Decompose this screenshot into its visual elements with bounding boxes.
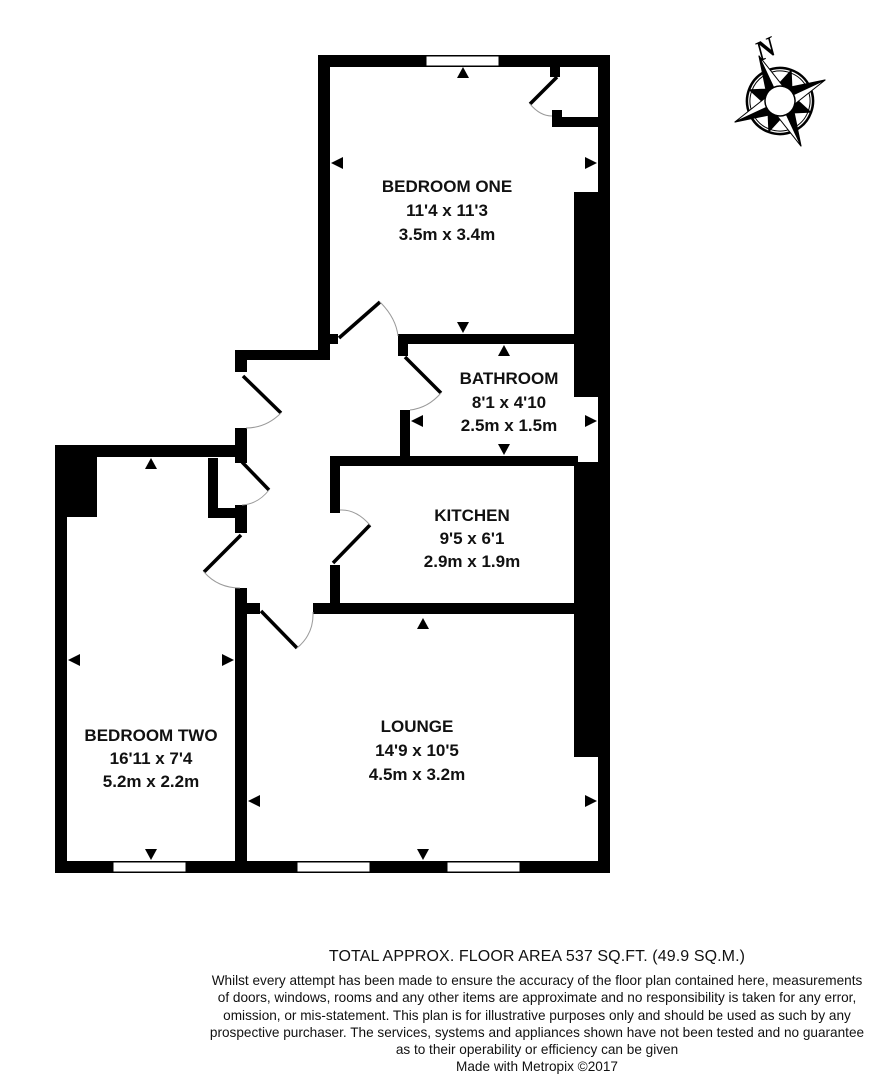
window-bedroom-two [112,861,187,873]
room-name: BEDROOM ONE [382,177,512,196]
room-metric: 3.5m x 3.4m [399,225,495,244]
window-bedroom-one [425,55,500,67]
room-metric: 2.9m x 1.9m [424,552,520,571]
room-name: KITCHEN [434,506,510,525]
room-imperial: 11'4 x 11'3 [406,201,488,220]
floor-plan: BEDROOM ONE 11'4 x 11'3 3.5m x 3.4m BATH… [55,30,826,873]
room-metric: 4.5m x 3.2m [369,765,465,784]
disclaimer: Whilst every attempt has been made to en… [200,972,874,1076]
room-bathroom: BATHROOM 8'1 x 4'10 2.5m x 1.5m [460,369,559,435]
metropix-credit: Made with Metropix ©2017 [456,1059,618,1075]
window-lounge-right [446,861,521,873]
room-bedroom-two: BEDROOM TWO 16'11 x 7'4 5.2m x 2.2m [84,726,217,791]
disclaimer-line: as to their operability or efficiency ca… [395,1042,679,1058]
room-lounge: LOUNGE 14'9 x 10'5 4.5m x 3.2m [369,717,465,784]
disclaimer-line: Whilst every attempt has been made to en… [211,973,863,988]
room-metric: 5.2m x 2.2m [103,772,199,791]
windows [112,55,521,873]
room-imperial: 9'5 x 6'1 [440,529,505,548]
disclaimer-line: of doors, windows, rooms and any other i… [217,990,857,1006]
disclaimer-line: prospective purchaser. The services, sys… [209,1024,865,1040]
dimension-arrows [68,67,597,860]
room-name: BEDROOM TWO [84,726,217,745]
north-label: N [749,30,783,68]
room-name: BATHROOM [460,369,559,388]
room-bedroom-one: BEDROOM ONE 11'4 x 11'3 3.5m x 3.4m [382,177,512,244]
room-metric: 2.5m x 1.5m [461,416,557,435]
total-floor-area: TOTAL APPROX. FLOOR AREA 537 SQ.FT. (49.… [328,948,746,965]
room-imperial: 16'11 x 7'4 [110,749,193,768]
room-name: LOUNGE [381,717,454,736]
room-kitchen: KITCHEN 9'5 x 6'1 2.9m x 1.9m [424,506,520,571]
room-imperial: 14'9 x 10'5 [375,741,459,760]
disclaimer-line: omission, or mis-statement. This plan is… [223,1007,851,1023]
doors [202,75,559,650]
compass-rose-icon [734,55,826,147]
window-lounge-left [296,861,371,873]
room-imperial: 8'1 x 4'10 [472,393,546,412]
